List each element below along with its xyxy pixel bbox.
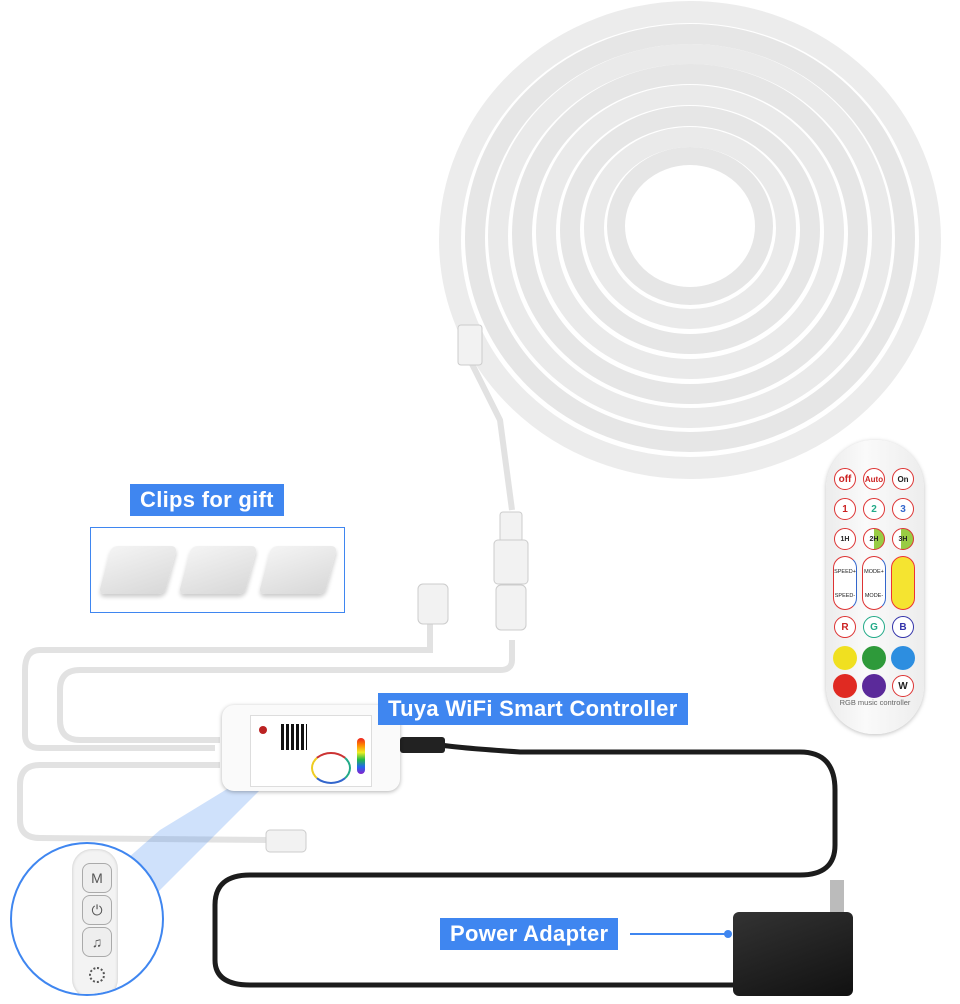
remote-blue-button[interactable]: B (892, 616, 914, 638)
remote-red-dot-button[interactable] (833, 674, 857, 698)
clips-box (90, 527, 345, 613)
clips-label: Clips for gift (130, 484, 284, 516)
side-buttons-zoom: M ⏻ ♫ (10, 842, 164, 996)
mode-down-label: MODE- (864, 593, 884, 599)
remote-timer-1h-button[interactable]: 1H (834, 528, 856, 550)
remote-music-2-button[interactable]: 2 (863, 498, 885, 520)
remote-on-button[interactable]: On (892, 468, 914, 490)
controller-label: Tuya WiFi Smart Controller (378, 693, 688, 725)
dc-plug (400, 737, 445, 753)
clip (98, 546, 178, 594)
controller-label-face (250, 715, 372, 787)
remote-green-button[interactable]: G (863, 616, 885, 638)
remote-music-1-button[interactable]: 1 (834, 498, 856, 520)
remote-purple-button[interactable] (862, 674, 886, 698)
remote-timer-3h-button[interactable]: 3H (892, 528, 914, 550)
remote-auto-button[interactable]: Auto (863, 468, 885, 490)
remote-mode-rocker[interactable]: MODE+ MODE- (862, 556, 886, 610)
mode-button[interactable]: M (82, 863, 112, 893)
controller-side-panel: M ⏻ ♫ (72, 849, 118, 994)
remote-red-button[interactable]: R (834, 616, 856, 638)
remote-lightblue-button[interactable] (891, 646, 915, 670)
clip (258, 546, 338, 594)
remote-timer-2h-button[interactable]: 2H (863, 528, 885, 550)
music-button[interactable]: ♫ (82, 927, 112, 957)
remote-music-3-button[interactable]: 3 (892, 498, 914, 520)
remote-darkgreen-button[interactable] (862, 646, 886, 670)
white-cables (17, 330, 515, 843)
power-adapter (733, 912, 853, 996)
remote-white-button[interactable]: W (892, 675, 914, 697)
remote-speed-rocker[interactable]: SPEED+ SPEED- (833, 556, 857, 610)
remote-footer-text: RGB music controller (839, 698, 911, 707)
connectors (265, 324, 529, 853)
led-strip-coil (439, 1, 941, 479)
clip (178, 546, 258, 594)
remote-off-button[interactable]: off (834, 468, 856, 490)
microphone-icon (89, 967, 105, 983)
speed-down-label: SPEED- (834, 593, 856, 599)
power-button[interactable]: ⏻ (82, 895, 112, 925)
remote-yellow-button[interactable] (833, 646, 857, 670)
remote-brightness-rocker[interactable] (891, 556, 915, 610)
wifi-controller (222, 705, 400, 791)
music-note-logo (311, 752, 351, 784)
speed-up-label: SPEED+ (834, 569, 856, 575)
black-cable (212, 742, 838, 988)
mode-up-label: MODE+ (864, 569, 884, 575)
adapter-label: Power Adapter (440, 918, 619, 950)
qr-code (281, 724, 307, 750)
remote-control: off Auto On 1 2 3 1H 2H 3H SPEED+ SPEED-… (826, 440, 924, 734)
adapter-plug-pins (830, 880, 844, 914)
